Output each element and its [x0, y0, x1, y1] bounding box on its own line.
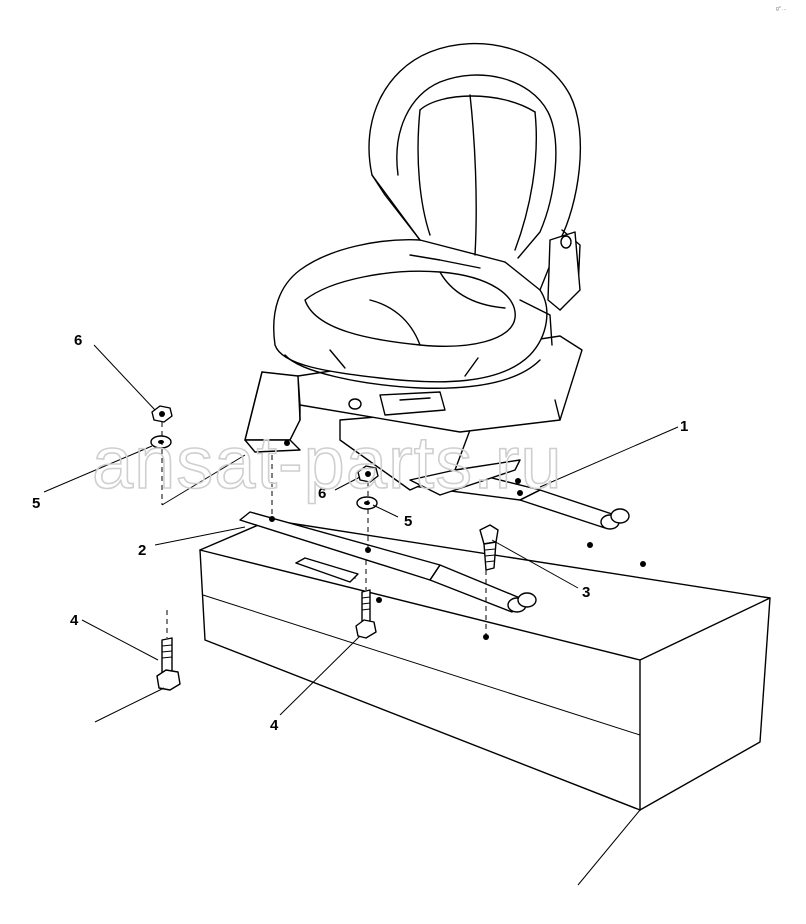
- callout-5-left: 5: [32, 495, 40, 512]
- callout-4-bottom: 4: [270, 717, 279, 734]
- alignment-lines: [161, 422, 487, 638]
- corner-mark: g⁰ ...: [776, 6, 786, 12]
- callout-2: 2: [138, 542, 146, 559]
- callout-3: 3: [582, 584, 590, 601]
- watermark-text: ansat-parts.ru: [92, 421, 563, 504]
- callout-labels: 6 5 6 5 2 1 3 4 4: [32, 332, 688, 734]
- leader-lines: [43, 344, 679, 886]
- callout-6-left: 6: [74, 332, 82, 349]
- callout-5-right: 5: [404, 513, 412, 530]
- callout-1: 1: [680, 418, 688, 435]
- seat-backrest: [368, 42, 582, 311]
- mounting-platform: [199, 519, 771, 811]
- callout-4-left: 4: [70, 612, 79, 629]
- callout-6-right: 6: [318, 485, 326, 502]
- hardware: [150, 405, 499, 691]
